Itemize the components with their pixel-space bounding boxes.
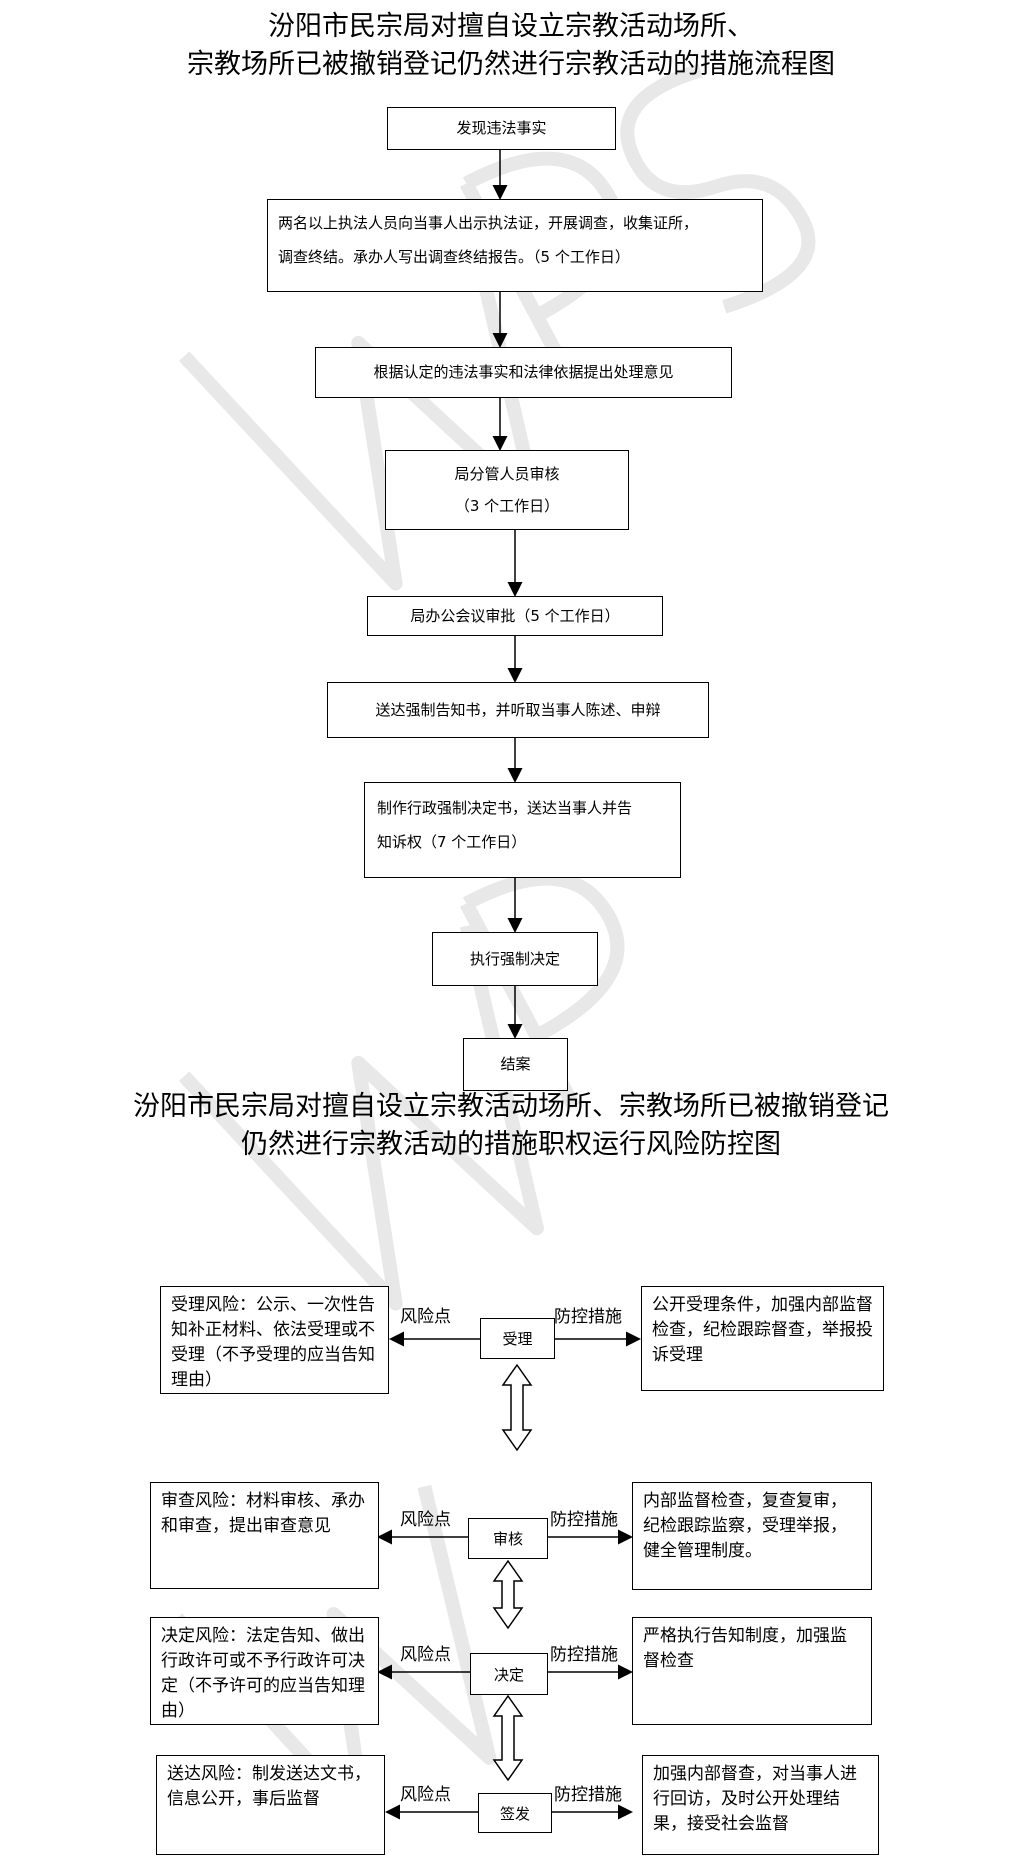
flow-step-text: 根据认定的违法事实和法律依据提出处理意见 (373, 363, 674, 381)
flow-step-text: 调查终结。承办人写出调查终结报告。（5 个工作日） (278, 248, 630, 266)
flow-step-opinion: 根据认定的违法事实和法律依据提出处理意见 (315, 347, 732, 398)
flow-step-text: 制作行政强制决定书，送达当事人并告 (377, 799, 633, 817)
double-arrow-1 (501, 1363, 533, 1452)
flow-step-execute: 执行强制决定 (432, 932, 598, 986)
stage-text: 审核 (492, 1530, 523, 1548)
risk-box-review: 审查风险：材料审核、承办和审查，提出审查意见 (150, 1482, 379, 1589)
flow-step-close: 结案 (463, 1038, 568, 1091)
flow-step-notice: 送达强制告知书，并听取当事人陈述、申辩 (327, 682, 709, 738)
control-box-decide: 严格执行告知制度，加强监督检查 (632, 1617, 872, 1725)
flow-step-text: 局办公会议审批（5 个工作日） (410, 606, 620, 625)
control-label-3: 防控措施 (550, 1645, 618, 1665)
flow-step-text: 执行强制决定 (469, 949, 560, 968)
double-arrow-3 (492, 1694, 524, 1782)
flow-step-text: （3 个工作日） (454, 497, 560, 515)
flow-step-text: 结案 (500, 1055, 531, 1073)
flow-step-review: 局分管人员审核 （3 个工作日） (385, 450, 629, 530)
risk-box-accept: 受理风险：公示、一次性告知补正材料、依法受理或不受理（不予受理的应当告知理由） (160, 1286, 389, 1394)
control-label-2: 防控措施 (550, 1510, 618, 1530)
flow-step-approval: 局办公会议审批（5 个工作日） (367, 596, 663, 636)
risk-label-3: 风险点 (400, 1645, 451, 1665)
stage-decide: 决定 (470, 1653, 548, 1695)
flow-title-line2: 宗教场所已被撤销登记仍然进行宗教活动的措施流程图 (187, 49, 835, 80)
flow-step-text: 送达强制告知书，并听取当事人陈述、申辩 (375, 700, 661, 719)
stage-review: 审核 (468, 1518, 548, 1559)
control-box-accept: 公开受理条件，加强内部监督检查，纪检跟踪督查，举报投诉受理 (641, 1286, 884, 1391)
control-label-4: 防控措施 (554, 1785, 622, 1805)
risk-label-4: 风险点 (400, 1785, 451, 1805)
stage-text: 签发 (499, 1804, 530, 1823)
flow-step-decision: 制作行政强制决定书，送达当事人并告 知诉权（7 个工作日） (364, 782, 681, 878)
flow-step-discover: 发现违法事实 (387, 107, 616, 150)
risk-label-2: 风险点 (400, 1510, 451, 1530)
flow-title-line1: 汾阳市民宗局对擅自设立宗教活动场所、 (268, 11, 754, 42)
control-box-issue: 加强内部督查，对当事人进行回访，及时公开处理结果，接受社会监督 (642, 1755, 879, 1855)
stage-text: 决定 (493, 1665, 524, 1684)
risk-box-issue: 送达风险：制发送达文书，信息公开，事后监督 (156, 1755, 385, 1855)
control-label-1: 防控措施 (554, 1307, 622, 1327)
control-box-review: 内部监督检查，复查复审，纪检跟踪监察，受理举报，健全管理制度。 (632, 1482, 872, 1590)
flow-step-text: 两名以上执法人员向当事人出示执法证，开展调查，收集证所， (278, 214, 699, 232)
stage-accept: 受理 (480, 1318, 555, 1359)
flow-step-investigate: 两名以上执法人员向当事人出示执法证，开展调查，收集证所， 调查终结。承办人写出调… (267, 199, 763, 292)
stage-issue: 签发 (478, 1793, 552, 1833)
flow-step-text: 局分管人员审核 (454, 465, 560, 483)
risk-box-decide: 决定风险：法定告知、做出行政许可或不予行政许可决定（不予许可的应当告知理由） (150, 1617, 379, 1725)
risk-title-line1: 汾阳市民宗局对擅自设立宗教活动场所、宗教场所已被撤销登记 (133, 1091, 889, 1122)
flow-step-text: 发现违法事实 (456, 119, 547, 137)
risk-title-line2: 仍然进行宗教活动的措施职权运行风险防控图 (241, 1129, 781, 1160)
risk-label-1: 风险点 (400, 1307, 451, 1327)
double-arrow-2 (492, 1559, 524, 1630)
flow-step-text: 知诉权（7 个工作日） (377, 833, 527, 851)
stage-text: 受理 (502, 1330, 533, 1348)
